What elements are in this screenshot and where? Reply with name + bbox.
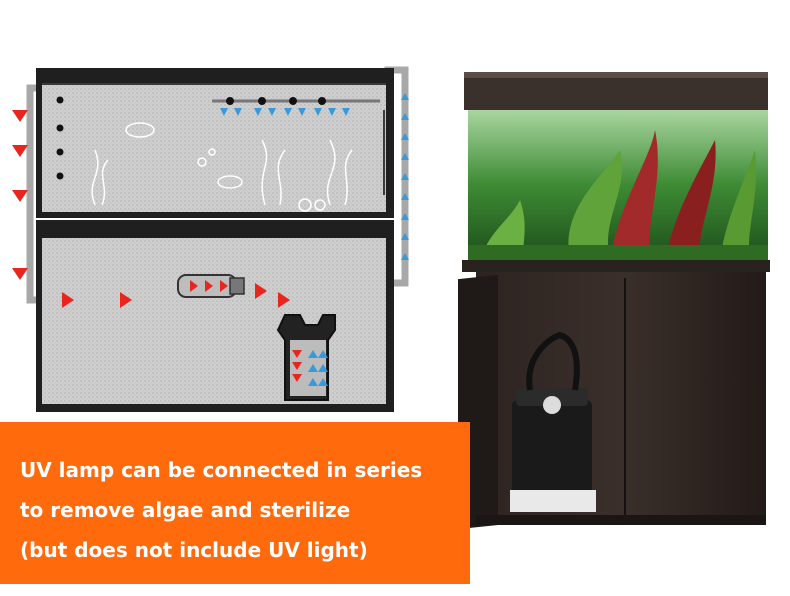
flow-arrows-up xyxy=(401,93,409,260)
canister-filter-photo xyxy=(510,331,596,512)
aquarium-cabinet-photo xyxy=(458,72,770,530)
tank-decor-outlines xyxy=(91,122,353,212)
info-banner: UV lamp can be connected in series to re… xyxy=(0,422,470,584)
plumbing-diagram xyxy=(12,66,409,412)
flow-arrows-down xyxy=(12,110,28,280)
spray-flow-arrows xyxy=(220,108,350,116)
banner-line-3: (but does not include UV light) xyxy=(20,538,368,562)
aquarium-lid xyxy=(464,72,768,110)
upper-tank-glass xyxy=(42,84,386,212)
intake-dots xyxy=(56,96,64,180)
aquarium-plants xyxy=(468,130,768,260)
uv-lamp xyxy=(177,274,245,298)
banner-line-1: UV lamp can be connected in series xyxy=(20,458,423,482)
cabinet-top xyxy=(462,260,770,272)
canister-filter xyxy=(276,314,336,401)
spray-bar xyxy=(212,97,380,105)
banner-line-2: to remove algae and sterilize xyxy=(20,498,351,522)
flow-arrows-right xyxy=(62,283,290,308)
